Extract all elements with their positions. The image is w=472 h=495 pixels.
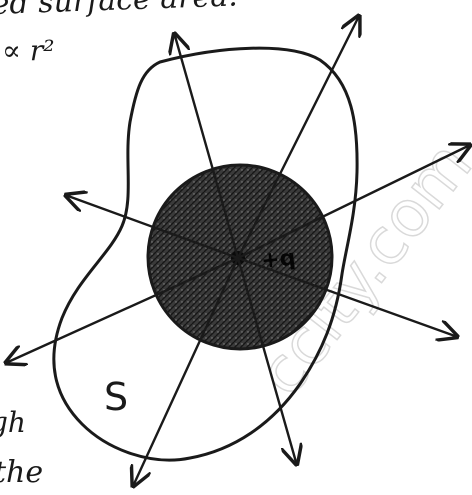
heading-text: ed surface area. [0,0,238,22]
proportional-text: ∝ r² [2,34,54,67]
surface-label: S [104,375,128,419]
left-text-line-2: the [0,455,43,490]
charge-label: +q [260,246,297,274]
left-text-line-1: gh [0,406,26,439]
